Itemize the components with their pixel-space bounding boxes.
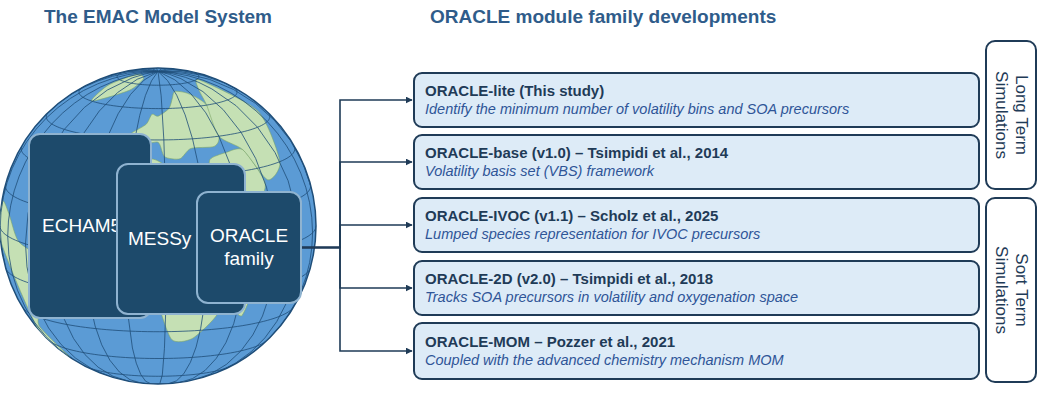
simulation-box: Sort Term Simulations — [985, 197, 1037, 383]
branch-arrow — [302, 162, 412, 248]
branch-arrow — [302, 225, 412, 248]
module-description: Tracks SOA precursors in volatility and … — [425, 288, 968, 307]
section-title: The EMAC Model System — [44, 6, 272, 28]
module-box: ORACLE-IVOC (v1.1) – Scholz et al., 2025… — [413, 197, 980, 253]
model-name: ECHAM5 — [42, 215, 121, 238]
branch-arrow — [302, 248, 412, 352]
section-title: ORACLE module family developments — [430, 6, 776, 28]
module-box: ORACLE-MOM – Pozzer et al., 2021Coupled … — [413, 322, 980, 380]
module-box: ORACLE-base (v1.0) – Tsimpidi et al., 20… — [413, 134, 980, 190]
globe-graticule — [0, 68, 316, 384]
branch-arrow — [302, 248, 412, 289]
module-box: ORACLE-2D (v2.0) – Tsimpidi et al., 2018… — [413, 260, 980, 316]
module-description: Volatility basis set (VBS) framework — [425, 162, 968, 181]
simulation-box: Long Term Simulations — [985, 40, 1037, 190]
module-heading: ORACLE-lite (This study) — [425, 81, 968, 101]
globe-ocean — [0, 68, 316, 384]
model-name: MESSy — [128, 228, 191, 251]
module-box: ORACLE-lite (This study)Identify the min… — [413, 72, 980, 128]
module-heading: ORACLE-base (v1.0) – Tsimpidi et al., 20… — [425, 143, 968, 163]
simulation-label: Long Term Simulations — [991, 51, 1030, 179]
model-box: ORACLE family — [196, 191, 302, 304]
module-description: Coupled with the advanced chemistry mech… — [425, 351, 968, 370]
module-heading: ORACLE-IVOC (v1.1) – Scholz et al., 2025 — [425, 206, 968, 226]
module-description: Lumped species representation for IVOC p… — [425, 225, 968, 244]
branch-arrow — [302, 100, 412, 248]
model-name: ORACLE family — [204, 225, 294, 271]
module-heading: ORACLE-2D (v2.0) – Tsimpidi et al., 2018 — [425, 269, 968, 289]
module-description: Identify the minimum number of volatilit… — [425, 100, 968, 119]
module-heading: ORACLE-MOM – Pozzer et al., 2021 — [425, 332, 968, 352]
graticule-lines — [0, 68, 316, 384]
simulation-label: Sort Term Simulations — [991, 226, 1030, 354]
